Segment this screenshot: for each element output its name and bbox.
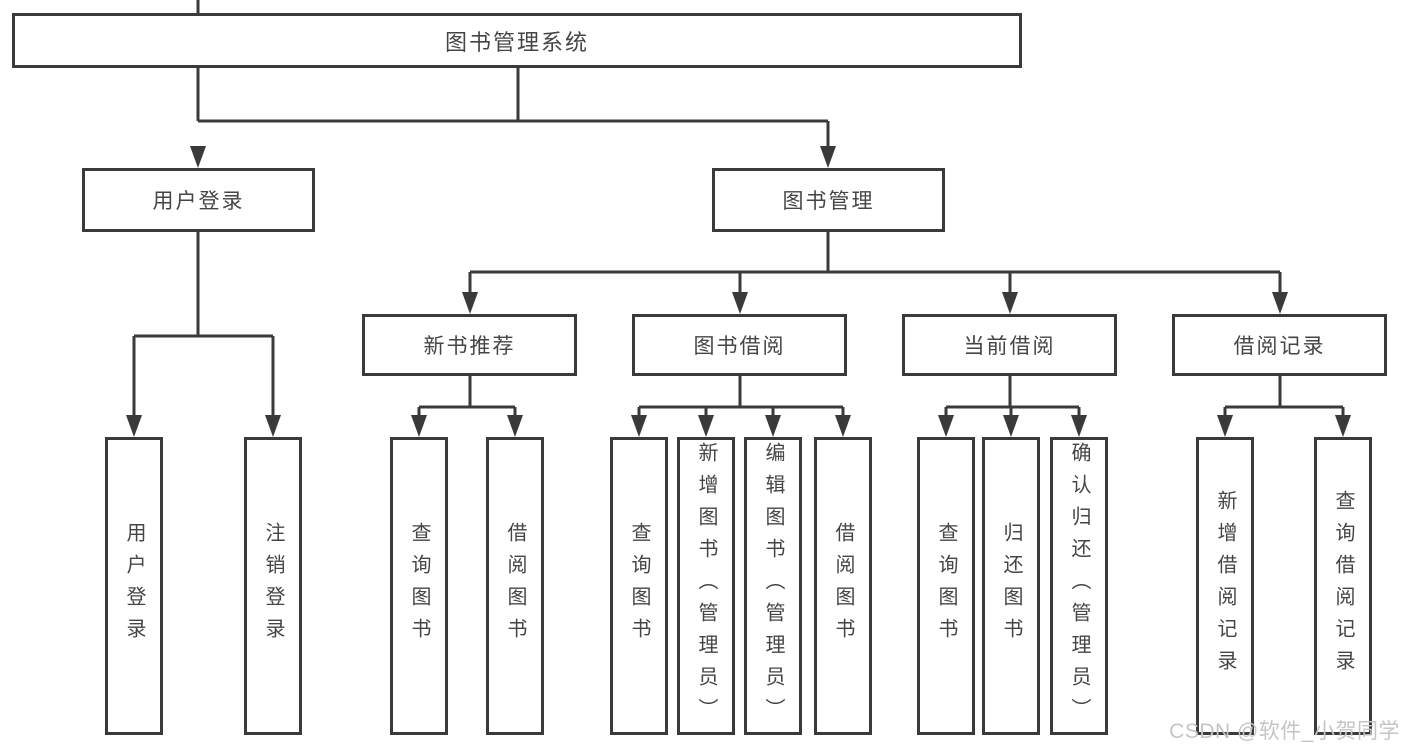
leaf-logout-label: 注销登录 <box>262 522 284 650</box>
leaf-logout: 注销登录 <box>244 437 302 735</box>
leaf-query-borrow-record-label: 查询借阅记录 <box>1332 490 1354 682</box>
arrow-down-icon <box>765 415 781 437</box>
arrow-down-icon <box>507 415 523 437</box>
arrow-down-icon <box>1003 415 1019 437</box>
node-new-book-recommend: 新书推荐 <box>362 314 577 376</box>
node-root-label: 图书管理系统 <box>444 29 589 55</box>
leaf-borrow-books-recommend: 借阅图书 <box>486 437 544 735</box>
leaf-user-login-label: 用户登录 <box>123 522 145 650</box>
arrow-down-icon <box>1335 415 1351 437</box>
arrow-down-icon <box>1272 292 1288 314</box>
leaf-query-books-current-label: 查询图书 <box>935 522 957 650</box>
leaf-confirm-return-admin: 确认归还（管理员） <box>1050 437 1108 735</box>
leaf-query-books-borrowing: 查询图书 <box>610 437 668 735</box>
arrow-down-icon <box>462 292 478 314</box>
arrow-down-icon <box>820 146 836 168</box>
arrow-down-icon <box>1217 415 1233 437</box>
arrow-down-icon <box>265 415 281 437</box>
leaf-return-books: 归还图书 <box>982 437 1040 735</box>
leaf-add-book-admin: 新增图书（管理员） <box>677 437 735 735</box>
arrow-down-icon <box>411 415 427 437</box>
leaf-add-borrow-record-label: 新增借阅记录 <box>1214 490 1236 682</box>
arrow-down-icon <box>835 415 851 437</box>
arrow-down-icon <box>631 415 647 437</box>
node-user-login-label: 用户登录 <box>152 190 245 213</box>
node-borrowing-records: 借阅记录 <box>1172 314 1387 376</box>
leaf-query-books-borrowing-label: 查询图书 <box>628 522 650 650</box>
leaf-query-books-recommend-label: 查询图书 <box>408 522 430 650</box>
node-book-borrowing-label: 图书借阅 <box>693 335 786 358</box>
leaf-query-books-current: 查询图书 <box>917 437 975 735</box>
arrow-down-icon <box>938 415 954 437</box>
node-book-management-label: 图书管理 <box>782 190 875 213</box>
node-book-borrowing: 图书借阅 <box>632 314 847 376</box>
arrow-down-icon <box>1002 292 1018 314</box>
leaf-edit-book-admin-label: 编辑图书（管理员） <box>762 442 784 730</box>
arrow-down-icon <box>698 415 714 437</box>
node-current-borrowing-label: 当前借阅 <box>963 335 1056 358</box>
leaf-query-borrow-record: 查询借阅记录 <box>1314 437 1372 735</box>
node-root: 图书管理系统 <box>12 13 1022 68</box>
node-borrowing-records-label: 借阅记录 <box>1233 335 1326 358</box>
node-user-login: 用户登录 <box>82 168 315 232</box>
leaf-return-books-label: 归还图书 <box>1000 522 1022 650</box>
arrow-down-icon <box>190 146 206 168</box>
arrow-down-icon <box>126 415 142 437</box>
leaf-edit-book-admin: 编辑图书（管理员） <box>744 437 802 735</box>
node-current-borrowing: 当前借阅 <box>902 314 1117 376</box>
arrow-down-icon <box>1071 415 1087 437</box>
leaf-borrow-books-recommend-label: 借阅图书 <box>504 522 526 650</box>
leaf-borrow-books-borrowing-label: 借阅图书 <box>832 522 854 650</box>
watermark: CSDN @软件_小贺同学 <box>1169 720 1400 743</box>
node-book-management: 图书管理 <box>712 168 945 232</box>
arrow-down-icon <box>732 292 748 314</box>
leaf-query-books-recommend: 查询图书 <box>390 437 448 735</box>
leaf-user-login: 用户登录 <box>105 437 163 735</box>
leaf-confirm-return-admin-label: 确认归还（管理员） <box>1068 442 1090 730</box>
leaf-borrow-books-borrowing: 借阅图书 <box>814 437 872 735</box>
leaf-add-book-admin-label: 新增图书（管理员） <box>695 442 717 730</box>
node-new-book-recommend-label: 新书推荐 <box>423 335 516 358</box>
leaf-add-borrow-record: 新增借阅记录 <box>1196 437 1254 735</box>
